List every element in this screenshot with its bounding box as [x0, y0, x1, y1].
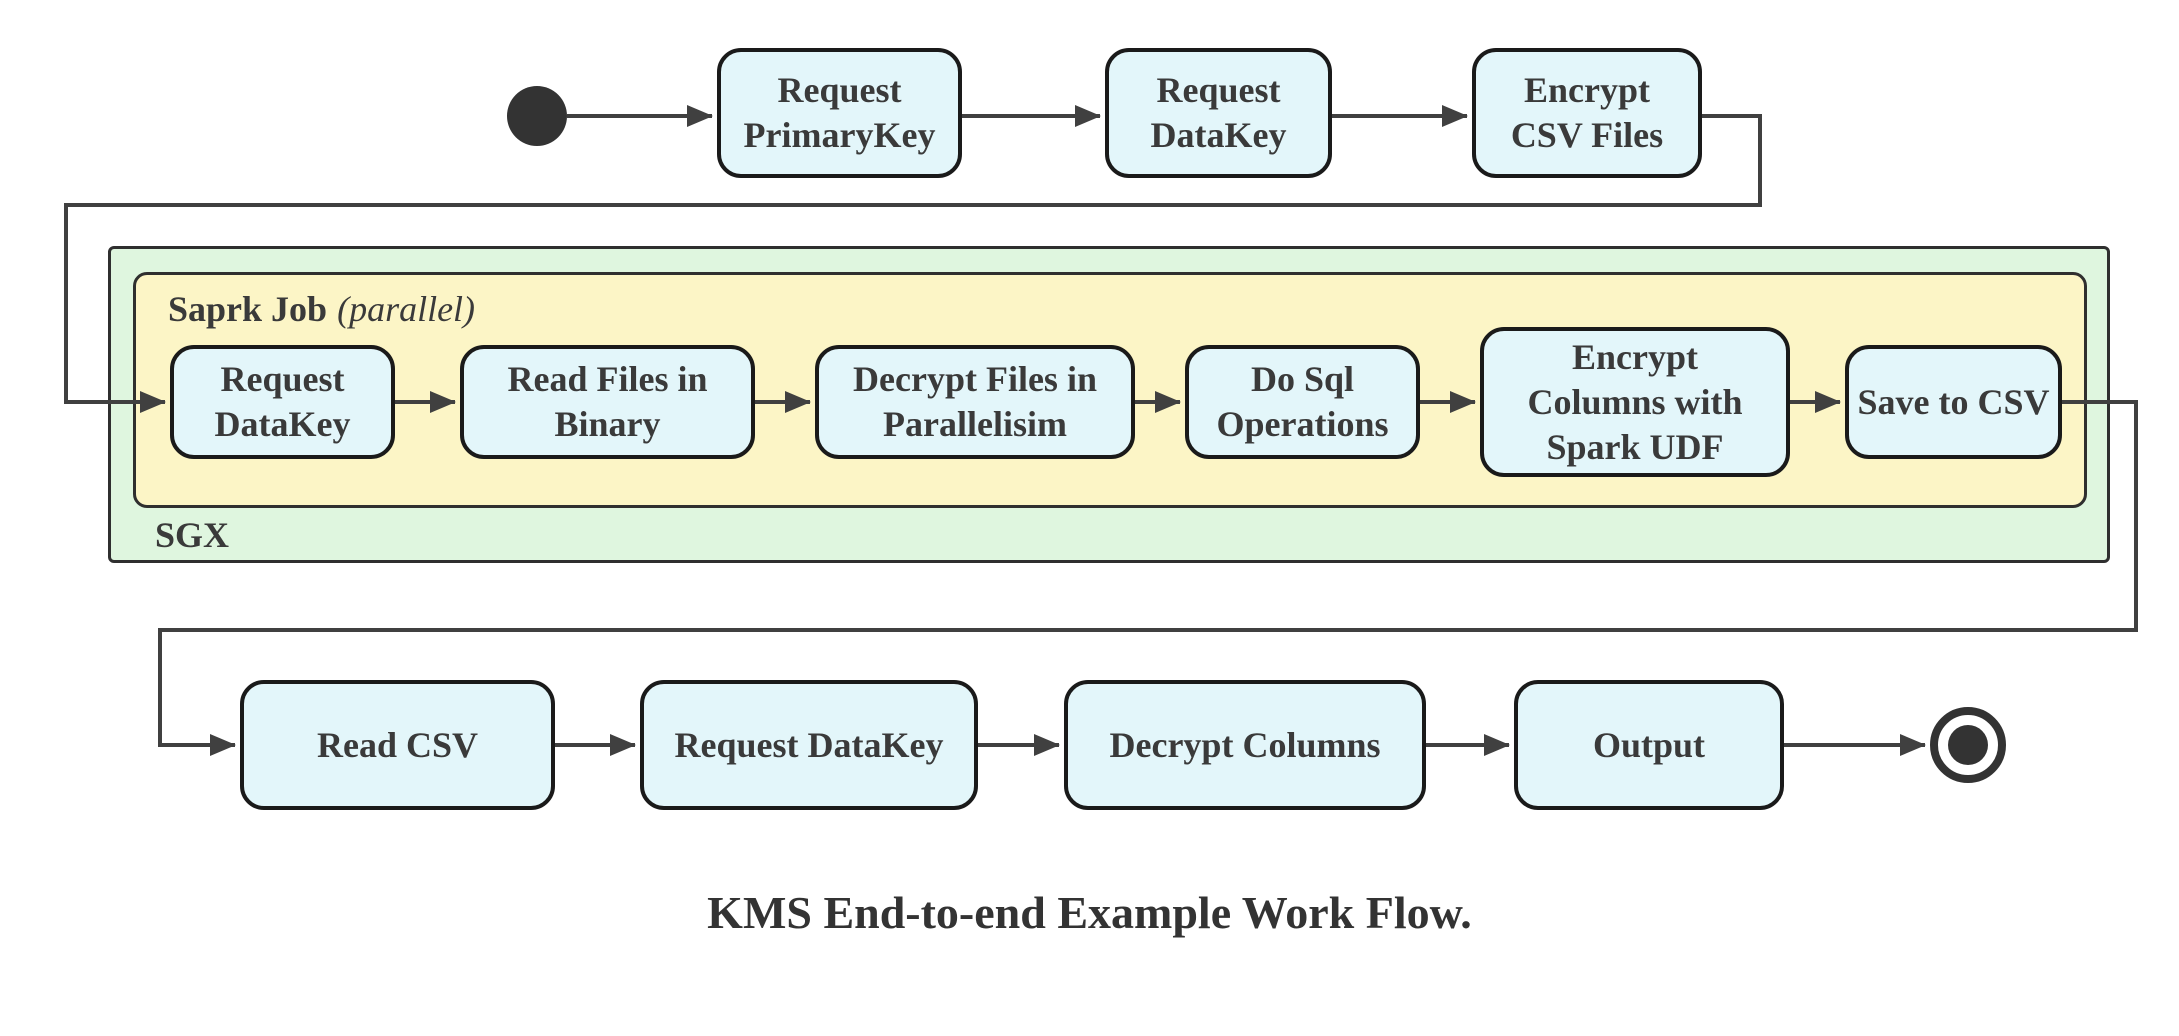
node-label: Encrypt CSV Files — [1510, 70, 1664, 155]
node-read-files-in-binary: Read Files in Binary — [460, 345, 755, 459]
node-encrypt-columns-with-spark-udf: Encrypt Columns with Spark UDF — [1480, 327, 1790, 477]
node-encrypt-csv-files: Encrypt CSV Files — [1472, 48, 1702, 178]
start-state-icon — [507, 86, 567, 146]
node-request-primarykey: Request PrimaryKey — [717, 48, 962, 178]
node-label: Request DataKey — [1150, 70, 1287, 155]
sgx-group-label: SGX — [155, 515, 230, 555]
node-decrypt-columns: Decrypt Columns — [1064, 680, 1426, 810]
diagram-caption: KMS End-to-end Example Work Flow. — [707, 887, 1472, 938]
node-do-sql-operations: Do Sql Operations — [1185, 345, 1420, 459]
node-label: Do Sql Operations — [1216, 359, 1389, 444]
node-output: Output — [1514, 680, 1784, 810]
final-state-icon — [1930, 707, 2006, 783]
node-request-datakey-sgx: Request DataKey — [170, 345, 395, 459]
node-label: Decrypt Columns — [1109, 724, 1381, 765]
node-label: Request DataKey — [214, 359, 351, 444]
node-label: Output — [1592, 724, 1706, 765]
node-label: Read CSV — [316, 724, 478, 765]
node-label: Read Files in Binary — [507, 359, 708, 444]
edge-save-csv-to-read-csv — [158, 400, 2138, 756]
node-read-csv: Read CSV — [240, 680, 555, 810]
node-save-to-csv: Save to CSV — [1845, 345, 2062, 459]
node-request-datakey-bottom: Request DataKey — [640, 680, 978, 810]
node-label: Request DataKey — [674, 724, 944, 765]
final-state-dot — [1948, 725, 1988, 765]
edge-encrypt-csv-files-to-sgx-request-datakey — [64, 114, 1762, 413]
node-label: Save to CSV — [1857, 381, 2050, 422]
node-label: Request PrimaryKey — [743, 70, 936, 155]
node-label: Encrypt Columns with Spark UDF — [1527, 336, 1743, 467]
spark-job-group-label: Saprk Job(parallel) — [168, 288, 475, 330]
node-request-datakey-top: Request DataKey — [1105, 48, 1332, 178]
node-label: Decrypt Files in Parallelisim — [853, 359, 1097, 444]
node-decrypt-files-in-parallelism: Decrypt Files in Parallelisim — [815, 345, 1135, 459]
spark-job-label-text: Saprk Job — [168, 289, 328, 329]
spark-job-parallel-text: (parallel) — [337, 289, 476, 329]
